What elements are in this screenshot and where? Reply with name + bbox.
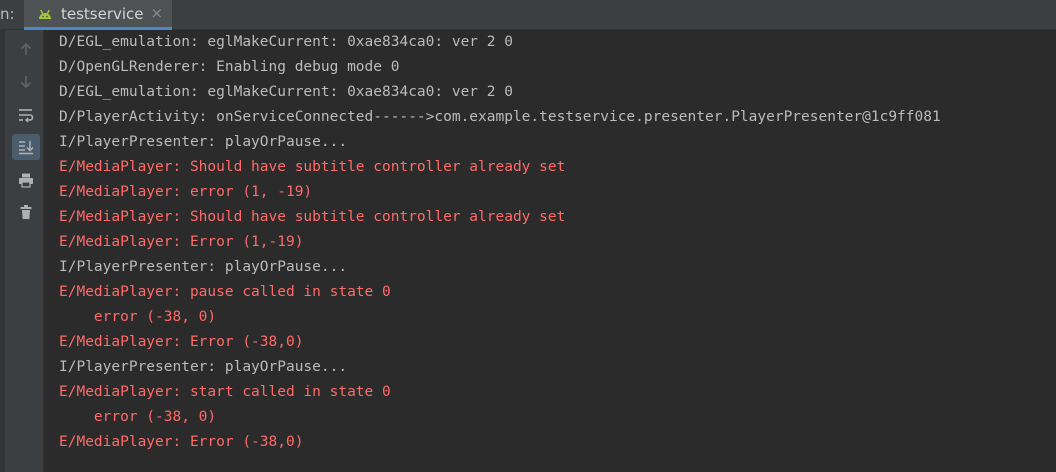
log-line: I/PlayerPresenter: playOrPause... xyxy=(59,259,348,275)
log-line: I/PlayerPresenter: playOrPause... xyxy=(59,134,348,150)
log-line: D/PlayerActivity: onServiceConnected----… xyxy=(59,109,941,125)
android-icon xyxy=(36,6,54,22)
print-button[interactable] xyxy=(12,167,40,193)
log-line: E/MediaPlayer: error (1, -19) xyxy=(59,184,313,200)
tab-label: testservice xyxy=(61,4,144,23)
clear-all-button[interactable] xyxy=(12,199,40,225)
print-icon xyxy=(19,173,33,188)
scroll-up-icon xyxy=(20,42,32,55)
log-line: E/MediaPlayer: Should have subtitle cont… xyxy=(59,159,566,175)
toolbar-edge xyxy=(0,30,5,472)
run-tool-window-header: n: testservice × xyxy=(0,0,1056,30)
log-line: E/MediaPlayer: Error (1,-19) xyxy=(59,234,304,250)
log-line: D/OpenGLRenderer: Enabling debug mode 0 xyxy=(59,59,400,75)
scroll-up-button[interactable] xyxy=(12,36,40,62)
log-line: D/EGL_emulation: eglMakeCurrent: 0xae834… xyxy=(59,34,513,50)
soft-wrap-button[interactable] xyxy=(12,102,40,128)
soft-wrap-icon xyxy=(19,109,34,123)
log-line: error (-38, 0) xyxy=(59,409,217,425)
clear-all-icon xyxy=(20,205,32,219)
scroll-to-end-button[interactable] xyxy=(12,134,40,160)
log-line: E/MediaPlayer: pause called in state 0 xyxy=(59,284,391,300)
log-line: I/PlayerPresenter: playOrPause... xyxy=(59,359,348,375)
console-toolbar xyxy=(0,30,44,472)
log-line: E/MediaPlayer: start called in state 0 xyxy=(59,384,391,400)
close-icon[interactable]: × xyxy=(150,4,164,22)
log-line: D/EGL_emulation: eglMakeCurrent: 0xae834… xyxy=(59,84,513,100)
log-line: E/MediaPlayer: Error (-38,0) xyxy=(59,334,304,350)
log-line: E/MediaPlayer: Should have subtitle cont… xyxy=(59,209,566,225)
log-line: E/MediaPlayer: Error (-38,0) xyxy=(59,434,304,450)
run-label: n: xyxy=(0,5,15,23)
console-output[interactable]: D/EGL_emulation: eglMakeCurrent: 0xae834… xyxy=(45,30,1056,472)
tab-testservice[interactable]: testservice × xyxy=(24,0,172,30)
scroll-down-button[interactable] xyxy=(12,69,40,95)
log-line: error (-38, 0) xyxy=(59,309,217,325)
scroll-to-end-icon xyxy=(19,141,34,155)
scroll-down-icon xyxy=(20,76,32,89)
